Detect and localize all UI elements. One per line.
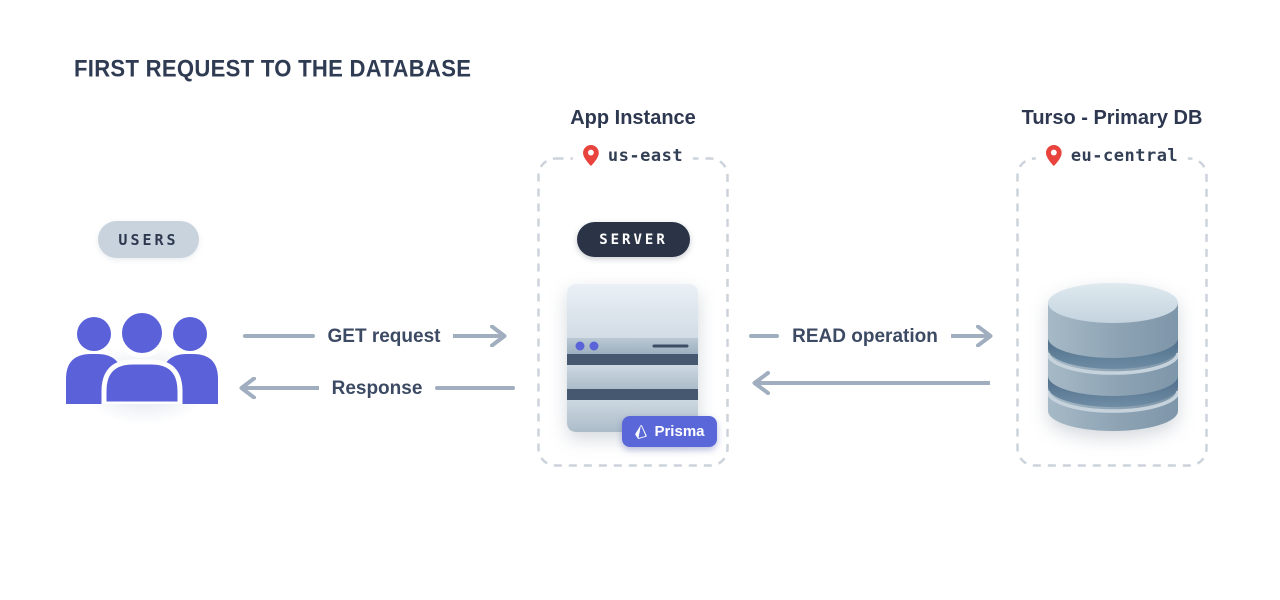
response-flow: Response [236, 375, 516, 401]
arrow-right-icon [453, 325, 507, 347]
arrow-right-icon [950, 325, 993, 347]
db-return-flow [748, 371, 990, 395]
location-pin-icon [1045, 145, 1062, 166]
arrow-left-icon [752, 371, 990, 395]
turso-region-text: eu-central [1070, 145, 1179, 166]
prisma-badge-label: Prisma [654, 423, 705, 440]
server-rack-icon [567, 284, 698, 432]
location-pin-icon [583, 145, 599, 166]
database-cylinder-icon [1048, 281, 1178, 433]
server-badge: SERVER [577, 222, 690, 257]
response-label: Response [331, 377, 423, 399]
app-region-label: us-east [572, 143, 694, 168]
users-badge-label: USERS [118, 230, 179, 249]
turso-region-label: eu-central [1035, 143, 1189, 168]
users-group-icon [64, 308, 220, 404]
app-instance-heading: App Instance [570, 107, 696, 129]
turso-heading: Turso - Primary DB [1021, 107, 1203, 129]
arrow-line [242, 334, 315, 338]
users-badge: USERS [98, 221, 199, 258]
page-title: FIRST REQUEST TO THE DATABASE [74, 54, 472, 82]
arrow-line [435, 386, 516, 390]
get-request-label: GET request [327, 325, 441, 347]
read-operation-label: READ operation [792, 325, 938, 347]
prisma-logo-icon [634, 424, 648, 439]
app-instance-box: us-east [537, 143, 729, 467]
prisma-badge: Prisma [622, 416, 717, 447]
turso-box: eu-central [1016, 143, 1208, 467]
arrow-left-icon [239, 377, 319, 399]
server-badge-label: SERVER [599, 231, 668, 248]
arrow-line [749, 334, 780, 338]
read-operation-flow: READ operation [748, 323, 996, 349]
get-request-flow: GET request [236, 323, 516, 349]
app-region-text: us-east [607, 145, 684, 166]
